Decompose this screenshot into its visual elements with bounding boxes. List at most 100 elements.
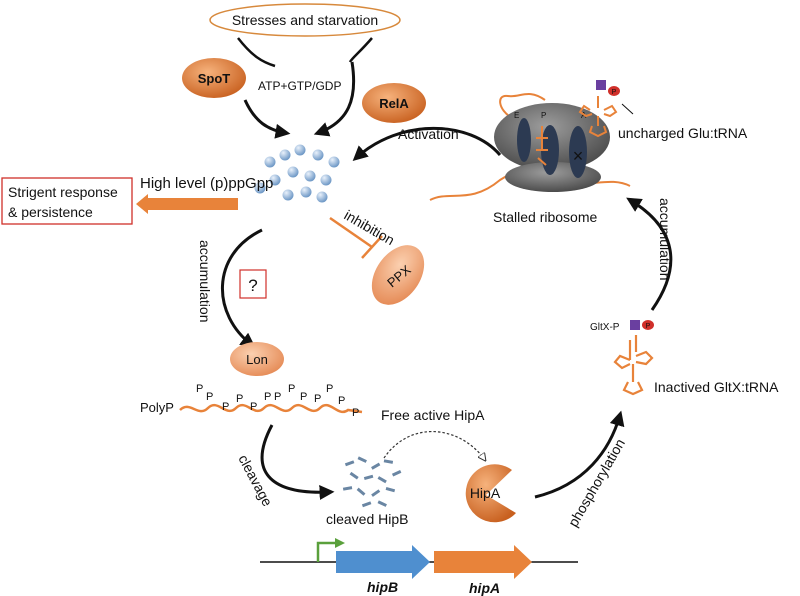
gene-hipa-label: hipA	[469, 580, 500, 596]
ribosome-trna	[536, 126, 548, 166]
ppgpp-molecule	[264, 156, 276, 168]
hipb-fragment	[371, 489, 381, 497]
inhibition-line	[329, 216, 373, 249]
phosphate-label: P	[250, 401, 257, 413]
promoter-arrow	[316, 538, 345, 562]
stress-label: Stresses and starvation	[232, 12, 378, 28]
hipb-fragment	[349, 471, 359, 480]
spot-arrow	[243, 99, 291, 139]
hipb-fragment	[356, 487, 366, 496]
ppgpp-molecule	[269, 174, 281, 186]
ppgpp-molecule	[304, 170, 316, 182]
nascent-chain	[499, 92, 546, 119]
phosphorylation-arrow	[534, 410, 625, 499]
ppgpp-cluster	[254, 144, 340, 203]
gltx-purple-tag	[630, 320, 640, 330]
unknown-box	[239, 269, 267, 299]
trna-loop	[613, 354, 631, 370]
accumulation-right-label: accumulation	[657, 198, 673, 281]
cleaved-hipb-label: cleaved HipB	[326, 511, 409, 527]
hipb-fragment	[363, 474, 374, 480]
hipb-fragment	[342, 486, 353, 491]
hipb-fragment	[383, 459, 394, 464]
ppx-ellipse	[371, 245, 425, 305]
free-hipa-label: Free active HipA	[381, 407, 485, 423]
ppgpp-molecule	[328, 156, 340, 168]
uncharged-trna-icon	[578, 96, 618, 138]
polyp-chain	[179, 403, 363, 414]
ppgpp-molecule	[312, 149, 324, 161]
hipb-gene	[336, 545, 430, 579]
site-p-label: P	[541, 111, 546, 120]
ppgpp-molecule	[279, 149, 291, 161]
ribosome-site-a	[569, 126, 587, 178]
ppgpp-molecule	[287, 166, 299, 178]
stop-mark: ×	[573, 146, 584, 166]
gltx-trna-icon	[613, 335, 654, 396]
gene-hipb-label: hipB	[367, 579, 398, 595]
uncharged-phosphate-dot	[608, 86, 620, 96]
ppgpp-molecule	[254, 182, 266, 194]
hipa-shape	[465, 464, 516, 523]
cleaved-hipb-fragments	[342, 456, 402, 508]
phosphate-label: P	[206, 391, 213, 403]
trna-loop	[578, 104, 593, 118]
stress-arrow	[237, 37, 276, 68]
lon-ellipse	[230, 342, 284, 376]
glt-label: Inactived GltX:tRNA	[654, 379, 779, 395]
phosphate-label: P	[326, 383, 333, 395]
phosphate-label: P	[314, 393, 321, 405]
phosphate-label: P	[300, 391, 307, 403]
uncharged-pointer	[621, 103, 634, 115]
phosphate-label: P	[352, 407, 359, 419]
hipb-fragment	[385, 486, 396, 493]
response-arrow	[136, 194, 238, 214]
rela-label: RelA	[379, 96, 409, 111]
release-arrow	[383, 431, 485, 460]
trna-loop	[588, 125, 608, 138]
cleavage-arrow	[260, 424, 335, 500]
gltx-p-label: GltX-P	[590, 322, 620, 333]
trna-loop	[603, 104, 618, 118]
response-label-line1: Strigent response	[8, 184, 118, 200]
trna-loop	[635, 350, 654, 366]
gltx-phosphate-dot	[642, 320, 654, 330]
stress-arrow-2	[348, 37, 373, 63]
polyp-phosphates: P P P P P P P P P P P P P	[196, 383, 359, 419]
uncharged-phosphate-p: P	[612, 89, 617, 96]
hipa-label: HipA	[470, 485, 501, 501]
phosphate-label: P	[222, 401, 229, 413]
inhibition-bar	[361, 235, 383, 259]
inhibition-label: inhibition	[342, 207, 398, 248]
phosphate-label: P	[274, 391, 281, 403]
polyp-label: PolyP	[140, 400, 174, 415]
spot-ellipse	[182, 58, 246, 98]
accumulation-arrow-right	[626, 197, 673, 311]
hipb-fragment	[357, 456, 367, 463]
spot-label: SpoT	[198, 71, 231, 86]
hipa-gene	[434, 545, 532, 579]
accumulation-arrow-left	[220, 228, 263, 348]
gltx-phosphate-p: P	[646, 323, 651, 330]
uncharged-label: uncharged Glu:tRNA	[618, 125, 748, 141]
hipb-fragment	[391, 469, 402, 477]
rela-ellipse	[362, 83, 426, 123]
hipb-fragment	[377, 500, 387, 507]
phosphate-label: P	[338, 395, 345, 407]
unknown-label: ?	[248, 276, 257, 295]
activation-label: Activation	[398, 126, 459, 142]
phosphate-label: P	[264, 391, 271, 403]
site-e-label: E	[514, 111, 519, 120]
trna-loop	[622, 381, 644, 396]
hipb-fragment	[361, 501, 372, 508]
hipb-fragment	[377, 476, 387, 484]
ppgpp-molecule	[320, 174, 332, 186]
phosphate-label: P	[288, 383, 295, 395]
ppgpp-molecule	[294, 144, 306, 156]
ppgpp-label: High level (p)ppGpp	[140, 175, 273, 192]
ppgpp-molecule	[300, 186, 312, 198]
response-box	[1, 177, 133, 225]
hipb-fragment	[371, 462, 381, 470]
cleavage-label: cleavage	[235, 452, 276, 509]
hipb-fragment	[344, 460, 355, 467]
